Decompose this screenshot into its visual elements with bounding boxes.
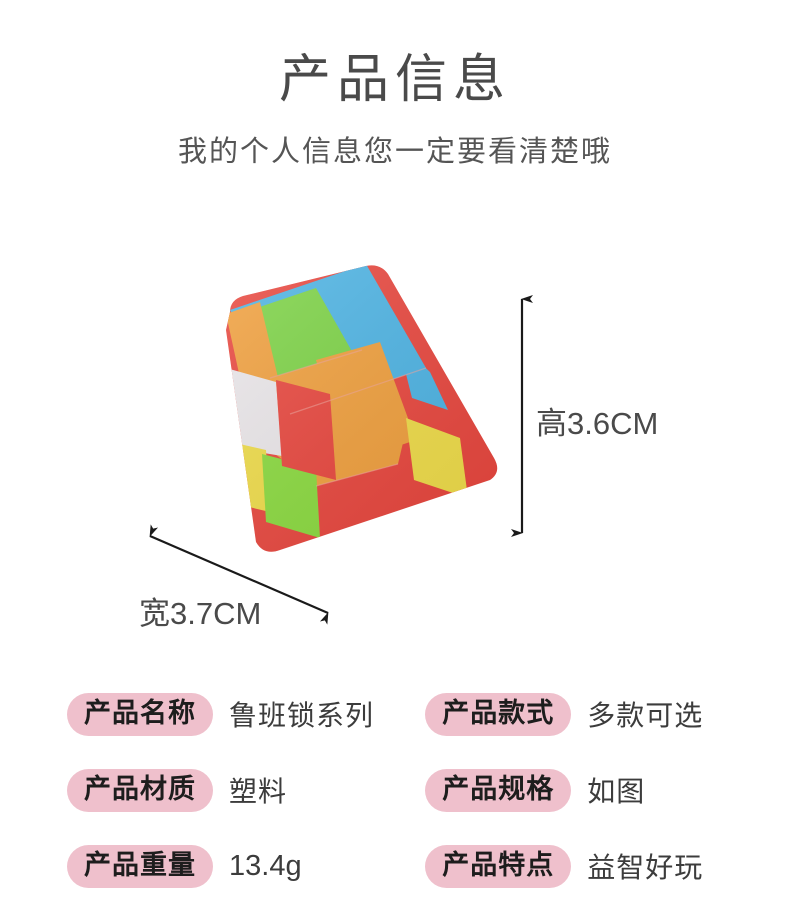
spec-item-product-weight: 产品重量 13.4g bbox=[67, 844, 425, 888]
page-subtitle: 我的个人信息您一定要看清楚哦 bbox=[177, 136, 612, 169]
spec-label-pill: 产品材质 bbox=[67, 768, 213, 812]
spec-item-product-feature: 产品特点 益智好玩 bbox=[425, 844, 730, 888]
header: 产品信息 我的个人信息您一定要看清楚哦 bbox=[0, 0, 790, 170]
spec-label-pill: 产品名称 bbox=[67, 692, 213, 736]
spec-row: 产品重量 13.4g 产品特点 益智好玩 bbox=[67, 828, 730, 904]
spec-label-pill: 产品款式 bbox=[425, 692, 572, 736]
spec-label-pill: 产品重量 bbox=[67, 844, 213, 888]
spec-value: 13.4g bbox=[229, 849, 302, 882]
spec-row: 产品名称 鲁班锁系列 产品款式 多款可选 bbox=[67, 676, 730, 752]
spec-label-pill: 产品特点 bbox=[425, 844, 572, 888]
spec-item-product-name: 产品名称 鲁班锁系列 bbox=[67, 692, 425, 736]
spec-value: 鲁班锁系列 bbox=[229, 700, 375, 731]
spec-value: 益智好玩 bbox=[587, 852, 704, 883]
product-image bbox=[130, 250, 520, 610]
spec-item-product-material: 产品材质 塑料 bbox=[67, 768, 425, 812]
spec-table: 产品名称 鲁班锁系列 产品款式 多款可选 产品材质 塑料 产品规格 如图 产品重… bbox=[0, 676, 790, 904]
spec-value: 如图 bbox=[587, 776, 646, 807]
spec-label-pill: 产品规格 bbox=[425, 768, 572, 812]
spec-value: 塑料 bbox=[229, 776, 288, 807]
spec-item-product-spec: 产品规格 如图 bbox=[425, 768, 730, 812]
product-photo-area bbox=[0, 238, 790, 658]
page-title: 产品信息 bbox=[278, 51, 511, 109]
spec-item-product-style: 产品款式 多款可选 bbox=[425, 692, 730, 736]
spec-value: 多款可选 bbox=[587, 700, 704, 731]
spec-row: 产品材质 塑料 产品规格 如图 bbox=[67, 752, 730, 828]
